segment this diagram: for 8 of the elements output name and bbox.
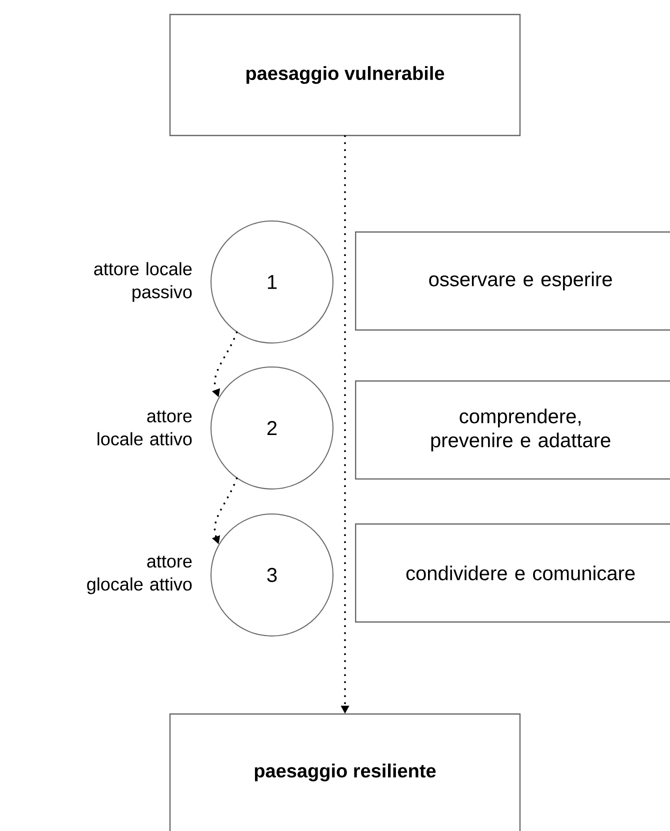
activity-box: osservare e esperire [355,231,670,331]
process-box: paesaggio resiliente [169,713,521,831]
side-label: attore locale attivo [98,410,192,446]
side-label: attore glocale attivo [87,556,192,594]
side-label: attore locale passivo [94,262,192,302]
activity-box: condividere e comunicare [355,523,670,623]
activity-box: comprendere, prevenire e adattare [355,380,670,480]
process-box: paesaggio vulnerabile [169,14,521,136]
